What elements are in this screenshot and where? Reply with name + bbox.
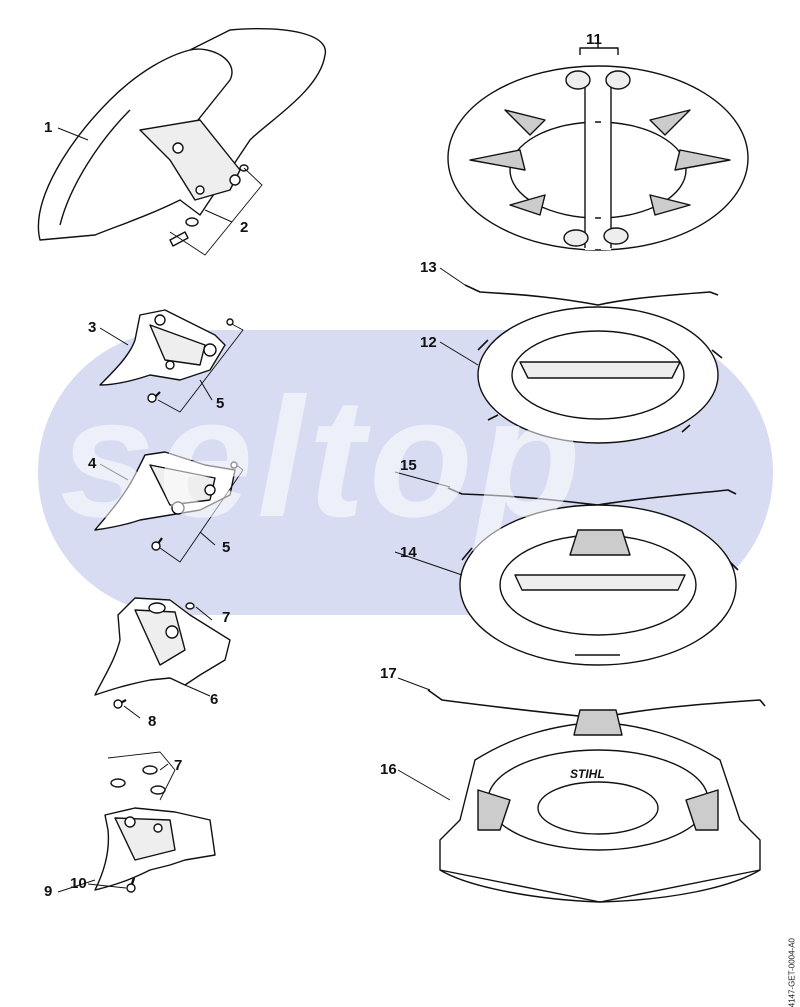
part-4-bracket bbox=[94, 451, 244, 563]
callout-7a: 7 bbox=[222, 609, 231, 626]
part-7-washers bbox=[107, 751, 176, 801]
callout-9: 9 bbox=[44, 883, 53, 900]
part-6-bracket bbox=[94, 597, 231, 709]
callout-14: 14 bbox=[400, 544, 417, 561]
callout-17: 17 bbox=[380, 665, 397, 682]
leader-lines bbox=[57, 127, 479, 893]
callout-1: 1 bbox=[44, 119, 53, 136]
part-2-screw-washer bbox=[169, 164, 263, 256]
part-3-bracket bbox=[99, 309, 244, 413]
part-11-ring bbox=[447, 42, 749, 251]
callout-12: 12 bbox=[420, 334, 437, 351]
callout-4: 4 bbox=[88, 455, 97, 472]
diagram-canvas: STIHL bbox=[37, 28, 773, 903]
callout-15: 15 bbox=[400, 457, 417, 474]
callout-3: 3 bbox=[88, 319, 97, 336]
callout-13: 13 bbox=[420, 259, 437, 276]
watermark: seltop bbox=[60, 363, 585, 553]
callout-16: 16 bbox=[380, 761, 397, 778]
callout-6: 6 bbox=[210, 691, 219, 708]
part-12-cover bbox=[477, 306, 723, 444]
callout-10: 10 bbox=[70, 875, 87, 892]
brand-marking: STIHL bbox=[570, 767, 605, 781]
part-16-housing: STIHL bbox=[439, 709, 761, 903]
callout-2: 2 bbox=[240, 219, 249, 236]
parts-diagram: STIHL seltop 1 2 3 4 5 5 6 7 7 8 9 10 11… bbox=[37, 28, 796, 1007]
callout-11: 11 bbox=[586, 31, 602, 48]
part-14-ring bbox=[459, 504, 739, 666]
callout-8: 8 bbox=[148, 713, 157, 730]
part-13-spring bbox=[464, 284, 719, 306]
document-id: 4147-GET-0004-A0 bbox=[787, 938, 796, 1007]
part-9-bracket bbox=[94, 807, 216, 893]
callout-7b: 7 bbox=[174, 757, 183, 774]
part-1-guard bbox=[37, 28, 327, 241]
callout-5b: 5 bbox=[222, 539, 231, 556]
callout-5a: 5 bbox=[216, 395, 225, 412]
